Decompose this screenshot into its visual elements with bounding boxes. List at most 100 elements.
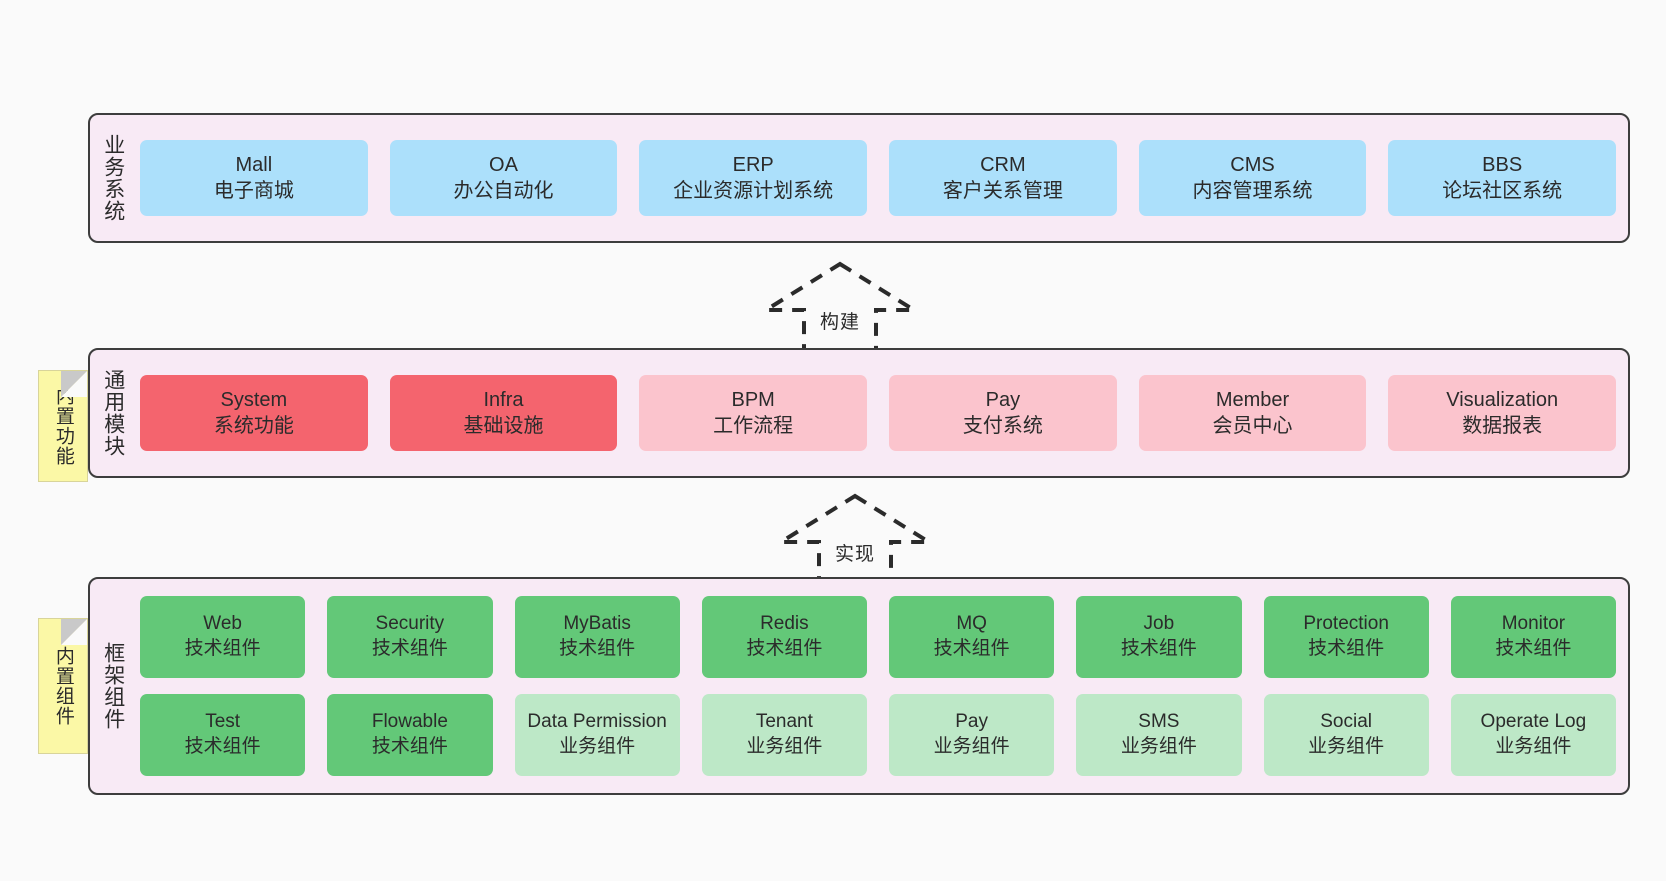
card-pay-business[interactable]: Pay 业务组件 bbox=[889, 694, 1055, 776]
card-title: OA bbox=[489, 154, 518, 176]
layer-body-common: System 系统功能 Infra 基础设施 BPM 工作流程 Pay 支付系统… bbox=[136, 350, 1628, 476]
card-monitor[interactable]: Monitor 技术组件 bbox=[1450, 596, 1616, 678]
card-subtitle: 业务组件 bbox=[746, 736, 823, 757]
card-title: Web bbox=[203, 613, 242, 635]
card-test[interactable]: Test 技术组件 bbox=[140, 694, 306, 776]
card-subtitle: 会员中心 bbox=[1212, 415, 1293, 437]
card-title: Member bbox=[1215, 389, 1290, 411]
card-protection[interactable]: Protection 技术组件 bbox=[1263, 596, 1429, 678]
card-title: MyBatis bbox=[563, 613, 631, 635]
card-title: CRM bbox=[980, 154, 1026, 176]
common-card-row: System 系统功能 Infra 基础设施 BPM 工作流程 Pay 支付系统… bbox=[140, 375, 1617, 451]
card-subtitle: 技术组件 bbox=[1495, 638, 1572, 659]
note-label: 内置功能 bbox=[52, 386, 74, 466]
card-subtitle: 技术组件 bbox=[933, 638, 1010, 659]
layer-body-framework: Web 技术组件 Security 技术组件 MyBatis 技术组件 Redi… bbox=[136, 579, 1628, 793]
card-title: Security bbox=[375, 613, 445, 635]
card-title: Data Permission bbox=[527, 711, 667, 733]
card-title: Monitor bbox=[1501, 613, 1566, 635]
card-subtitle: 技术组件 bbox=[1308, 638, 1385, 659]
card-subtitle: 企业资源计划系统 bbox=[673, 180, 834, 202]
card-subtitle: 业务组件 bbox=[933, 736, 1010, 757]
business-card-row: Mall 电子商城 OA 办公自动化 ERP 企业资源计划系统 CRM 客户关系… bbox=[140, 140, 1617, 216]
card-title: Flowable bbox=[371, 711, 448, 733]
layer-framework-components: 框架组件 Web 技术组件 Security 技术组件 MyBatis 技术组件… bbox=[88, 577, 1630, 795]
card-subtitle: 业务组件 bbox=[1495, 736, 1572, 757]
card-crm[interactable]: CRM 客户关系管理 bbox=[889, 140, 1117, 216]
layer-business-systems: 业务系统 Mall 电子商城 OA 办公自动化 ERP 企业资源计划系统 CRM… bbox=[88, 113, 1630, 243]
card-subtitle: 电子商城 bbox=[213, 180, 294, 202]
card-flowable[interactable]: Flowable 技术组件 bbox=[327, 694, 493, 776]
card-subtitle: 内容管理系统 bbox=[1192, 180, 1313, 202]
card-subtitle: 业务组件 bbox=[559, 736, 636, 757]
card-security[interactable]: Security 技术组件 bbox=[327, 596, 493, 678]
card-system[interactable]: System 系统功能 bbox=[140, 375, 368, 451]
layer-title-business: 业务系统 bbox=[101, 134, 125, 222]
card-social[interactable]: Social 业务组件 bbox=[1263, 694, 1429, 776]
card-subtitle: 业务组件 bbox=[1308, 736, 1385, 757]
card-subtitle: 技术组件 bbox=[184, 736, 261, 757]
card-redis[interactable]: Redis 技术组件 bbox=[701, 596, 867, 678]
card-oa[interactable]: OA 办公自动化 bbox=[389, 140, 618, 216]
card-infra[interactable]: Infra 基础设施 bbox=[389, 375, 618, 451]
layer-body-business: Mall 电子商城 OA 办公自动化 ERP 企业资源计划系统 CRM 客户关系… bbox=[136, 115, 1628, 241]
card-subtitle: 技术组件 bbox=[184, 638, 261, 659]
card-subtitle: 技术组件 bbox=[559, 638, 636, 659]
card-subtitle: 数据报表 bbox=[1462, 415, 1543, 437]
card-web[interactable]: Web 技术组件 bbox=[140, 596, 306, 678]
card-title: BPM bbox=[731, 389, 775, 411]
card-pay[interactable]: Pay 支付系统 bbox=[889, 375, 1117, 451]
card-subtitle: 论坛社区系统 bbox=[1442, 180, 1563, 202]
card-member[interactable]: Member 会员中心 bbox=[1138, 375, 1367, 451]
card-title: Mall bbox=[235, 154, 273, 176]
card-subtitle: 技术组件 bbox=[746, 638, 823, 659]
card-title: Job bbox=[1143, 613, 1175, 635]
card-subtitle: 客户关系管理 bbox=[942, 180, 1063, 202]
card-title: MQ bbox=[956, 613, 987, 635]
arrow-implement-label: 实现 bbox=[834, 544, 875, 565]
card-job[interactable]: Job 技术组件 bbox=[1076, 596, 1242, 678]
card-title: Infra bbox=[483, 389, 524, 411]
card-title: Redis bbox=[760, 613, 809, 635]
card-mall[interactable]: Mall 电子商城 bbox=[140, 140, 368, 216]
arrow-implement: 实现 bbox=[775, 490, 935, 586]
layer-title-common: 通用模块 bbox=[101, 369, 125, 457]
framework-card-row-2: Test 技术组件 Flowable 技术组件 Data Permission … bbox=[140, 694, 1616, 776]
card-subtitle: 业务组件 bbox=[1120, 736, 1197, 757]
card-title: ERP bbox=[732, 154, 774, 176]
card-title: SMS bbox=[1138, 711, 1180, 733]
card-mybatis[interactable]: MyBatis 技术组件 bbox=[514, 596, 680, 678]
note-label: 内置组件 bbox=[52, 646, 74, 726]
card-title: Operate Log bbox=[1480, 711, 1587, 733]
card-bpm[interactable]: BPM 工作流程 bbox=[639, 375, 868, 451]
card-bbs[interactable]: BBS 论坛社区系统 bbox=[1388, 140, 1617, 216]
card-data-permission[interactable]: Data Permission 业务组件 bbox=[514, 694, 680, 776]
card-subtitle: 基础设施 bbox=[463, 415, 544, 437]
card-cms[interactable]: CMS 内容管理系统 bbox=[1138, 140, 1367, 216]
card-operate-log[interactable]: Operate Log 业务组件 bbox=[1450, 694, 1616, 776]
card-sms[interactable]: SMS 业务组件 bbox=[1076, 694, 1242, 776]
card-title: Protection bbox=[1303, 613, 1389, 635]
card-title: Tenant bbox=[755, 711, 813, 733]
card-visualization[interactable]: Visualization 数据报表 bbox=[1388, 375, 1617, 451]
note-builtin-component: 内置组件 bbox=[38, 618, 88, 754]
card-subtitle: 系统功能 bbox=[213, 415, 294, 437]
card-subtitle: 技术组件 bbox=[1120, 638, 1197, 659]
card-tenant[interactable]: Tenant 业务组件 bbox=[701, 694, 867, 776]
framework-card-row-1: Web 技术组件 Security 技术组件 MyBatis 技术组件 Redi… bbox=[140, 596, 1616, 678]
note-builtin-function: 内置功能 bbox=[38, 370, 88, 482]
card-title: Visualization bbox=[1446, 389, 1559, 411]
layer-title-framework: 框架组件 bbox=[101, 642, 125, 730]
card-subtitle: 办公自动化 bbox=[453, 180, 554, 202]
card-subtitle: 支付系统 bbox=[962, 415, 1043, 437]
card-title: Pay bbox=[985, 389, 1021, 411]
card-title: Test bbox=[205, 711, 241, 733]
card-title: Pay bbox=[955, 711, 988, 733]
card-title: CMS bbox=[1230, 154, 1275, 176]
card-title: Social bbox=[1320, 711, 1372, 733]
card-title: System bbox=[220, 389, 288, 411]
card-mq[interactable]: MQ 技术组件 bbox=[889, 596, 1055, 678]
card-erp[interactable]: ERP 企业资源计划系统 bbox=[639, 140, 868, 216]
layer-common-modules: 通用模块 System 系统功能 Infra 基础设施 BPM 工作流程 Pay… bbox=[88, 348, 1630, 478]
